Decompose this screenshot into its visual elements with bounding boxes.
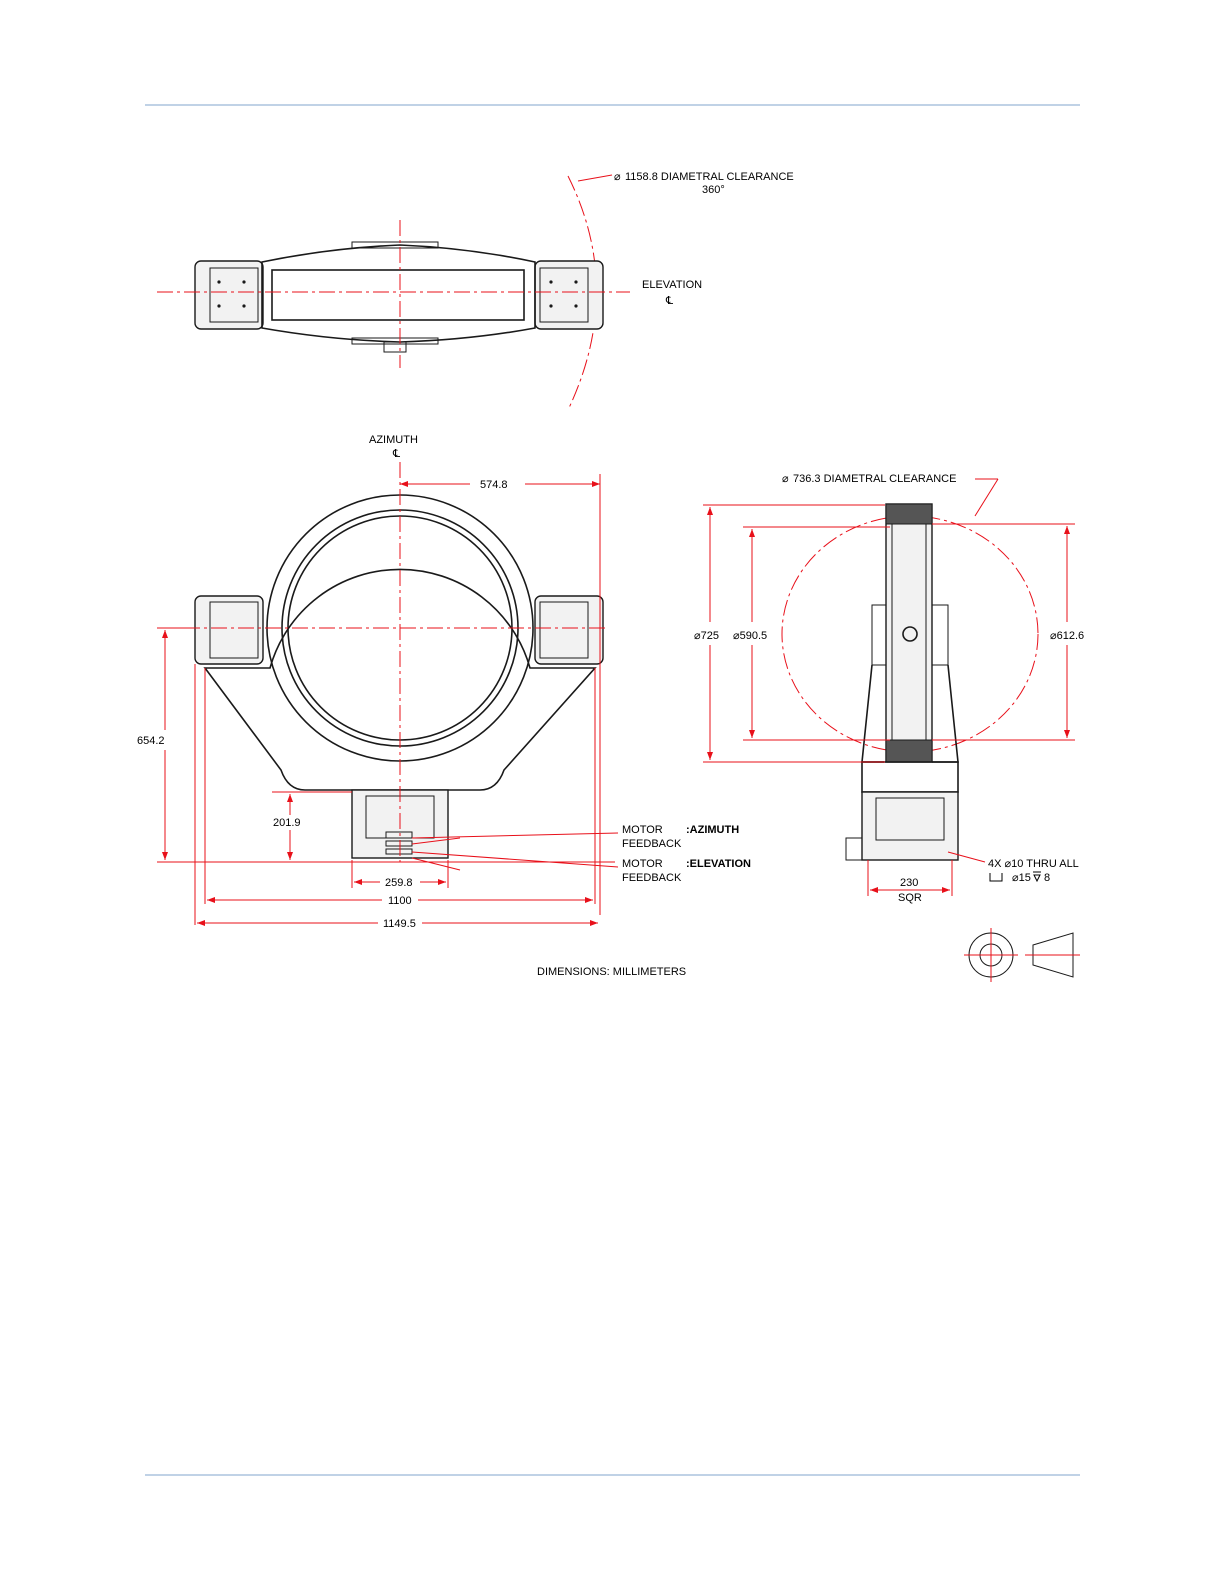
- front-left-motor: [195, 596, 263, 664]
- dim-574-8: 574.8: [480, 479, 508, 491]
- side-support: [862, 762, 958, 792]
- units-note: DIMENSIONS: MILLIMETERS: [537, 966, 686, 978]
- clearance-top-label: 1158.8 DIAMETRAL CLEARANCE: [625, 171, 794, 183]
- elevation-label: ELEVATION: [642, 279, 702, 291]
- dim-725: ⌀725: [694, 630, 719, 642]
- motor-label-1: MOTOR: [622, 824, 663, 836]
- sqr-label: SQR: [898, 892, 922, 904]
- clearance-side-label: 736.3 DIAMETRAL CLEARANCE: [793, 473, 956, 485]
- depth-symbol: [1033, 872, 1041, 881]
- thru-all-note: 4X ⌀10 THRU ALL: [988, 858, 1079, 870]
- top-left-motor: [195, 261, 263, 329]
- motor-label-2: MOTOR: [622, 858, 663, 870]
- counterbore-value: ⌀15: [1012, 872, 1031, 884]
- dim-612-6: ⌀612.6: [1050, 630, 1084, 642]
- side-view: ⌀ 736.3 DIAMETRAL CLEARANCE ⌀725: [694, 473, 1084, 904]
- dim-590-5: ⌀590.5: [733, 630, 767, 642]
- elevation-centerline-symbol: ℄: [665, 295, 673, 307]
- dim-201-9: 201.9: [273, 817, 301, 829]
- top-right-motor: [535, 261, 603, 329]
- top-ring-edge: [272, 270, 524, 320]
- top-frame: [262, 245, 535, 342]
- clearance-top-diameter-symbol: ⌀: [614, 171, 621, 183]
- feedback-label-1: FEEDBACK: [622, 838, 682, 850]
- front-right-motor: [535, 596, 603, 664]
- front-view: AZIMUTH ℄ 574.8 654.2: [137, 434, 751, 930]
- counterbore-symbol: [990, 873, 1002, 881]
- dim-1149-5: 1149.5: [383, 918, 416, 930]
- elevation-tag: :ELEVATION: [686, 858, 751, 870]
- dim-1100: 1100: [388, 895, 412, 907]
- dim-230: 230: [900, 877, 918, 889]
- feedback-label-2: FEEDBACK: [622, 872, 682, 884]
- side-ring: [886, 504, 932, 762]
- azimuth-centerline-symbol: ℄: [392, 448, 400, 460]
- azimuth-tag: :AZIMUTH: [686, 824, 739, 836]
- dim-654-2: 654.2: [137, 735, 165, 747]
- side-ring-bottom-cap: [886, 740, 932, 762]
- dim-259-8: 259.8: [385, 877, 413, 889]
- top-view: ⌀ 1158.8 DIAMETRAL CLEARANCE 360° ELEVAT…: [157, 171, 794, 410]
- side-ring-top-cap: [886, 504, 932, 524]
- projection-symbol: [964, 928, 1080, 982]
- clearance-top-angle: 360°: [702, 184, 725, 196]
- clearance-side-diameter-symbol: ⌀: [782, 473, 789, 485]
- azimuth-label: AZIMUTH: [369, 434, 418, 446]
- counterbore-depth: 8: [1044, 872, 1050, 884]
